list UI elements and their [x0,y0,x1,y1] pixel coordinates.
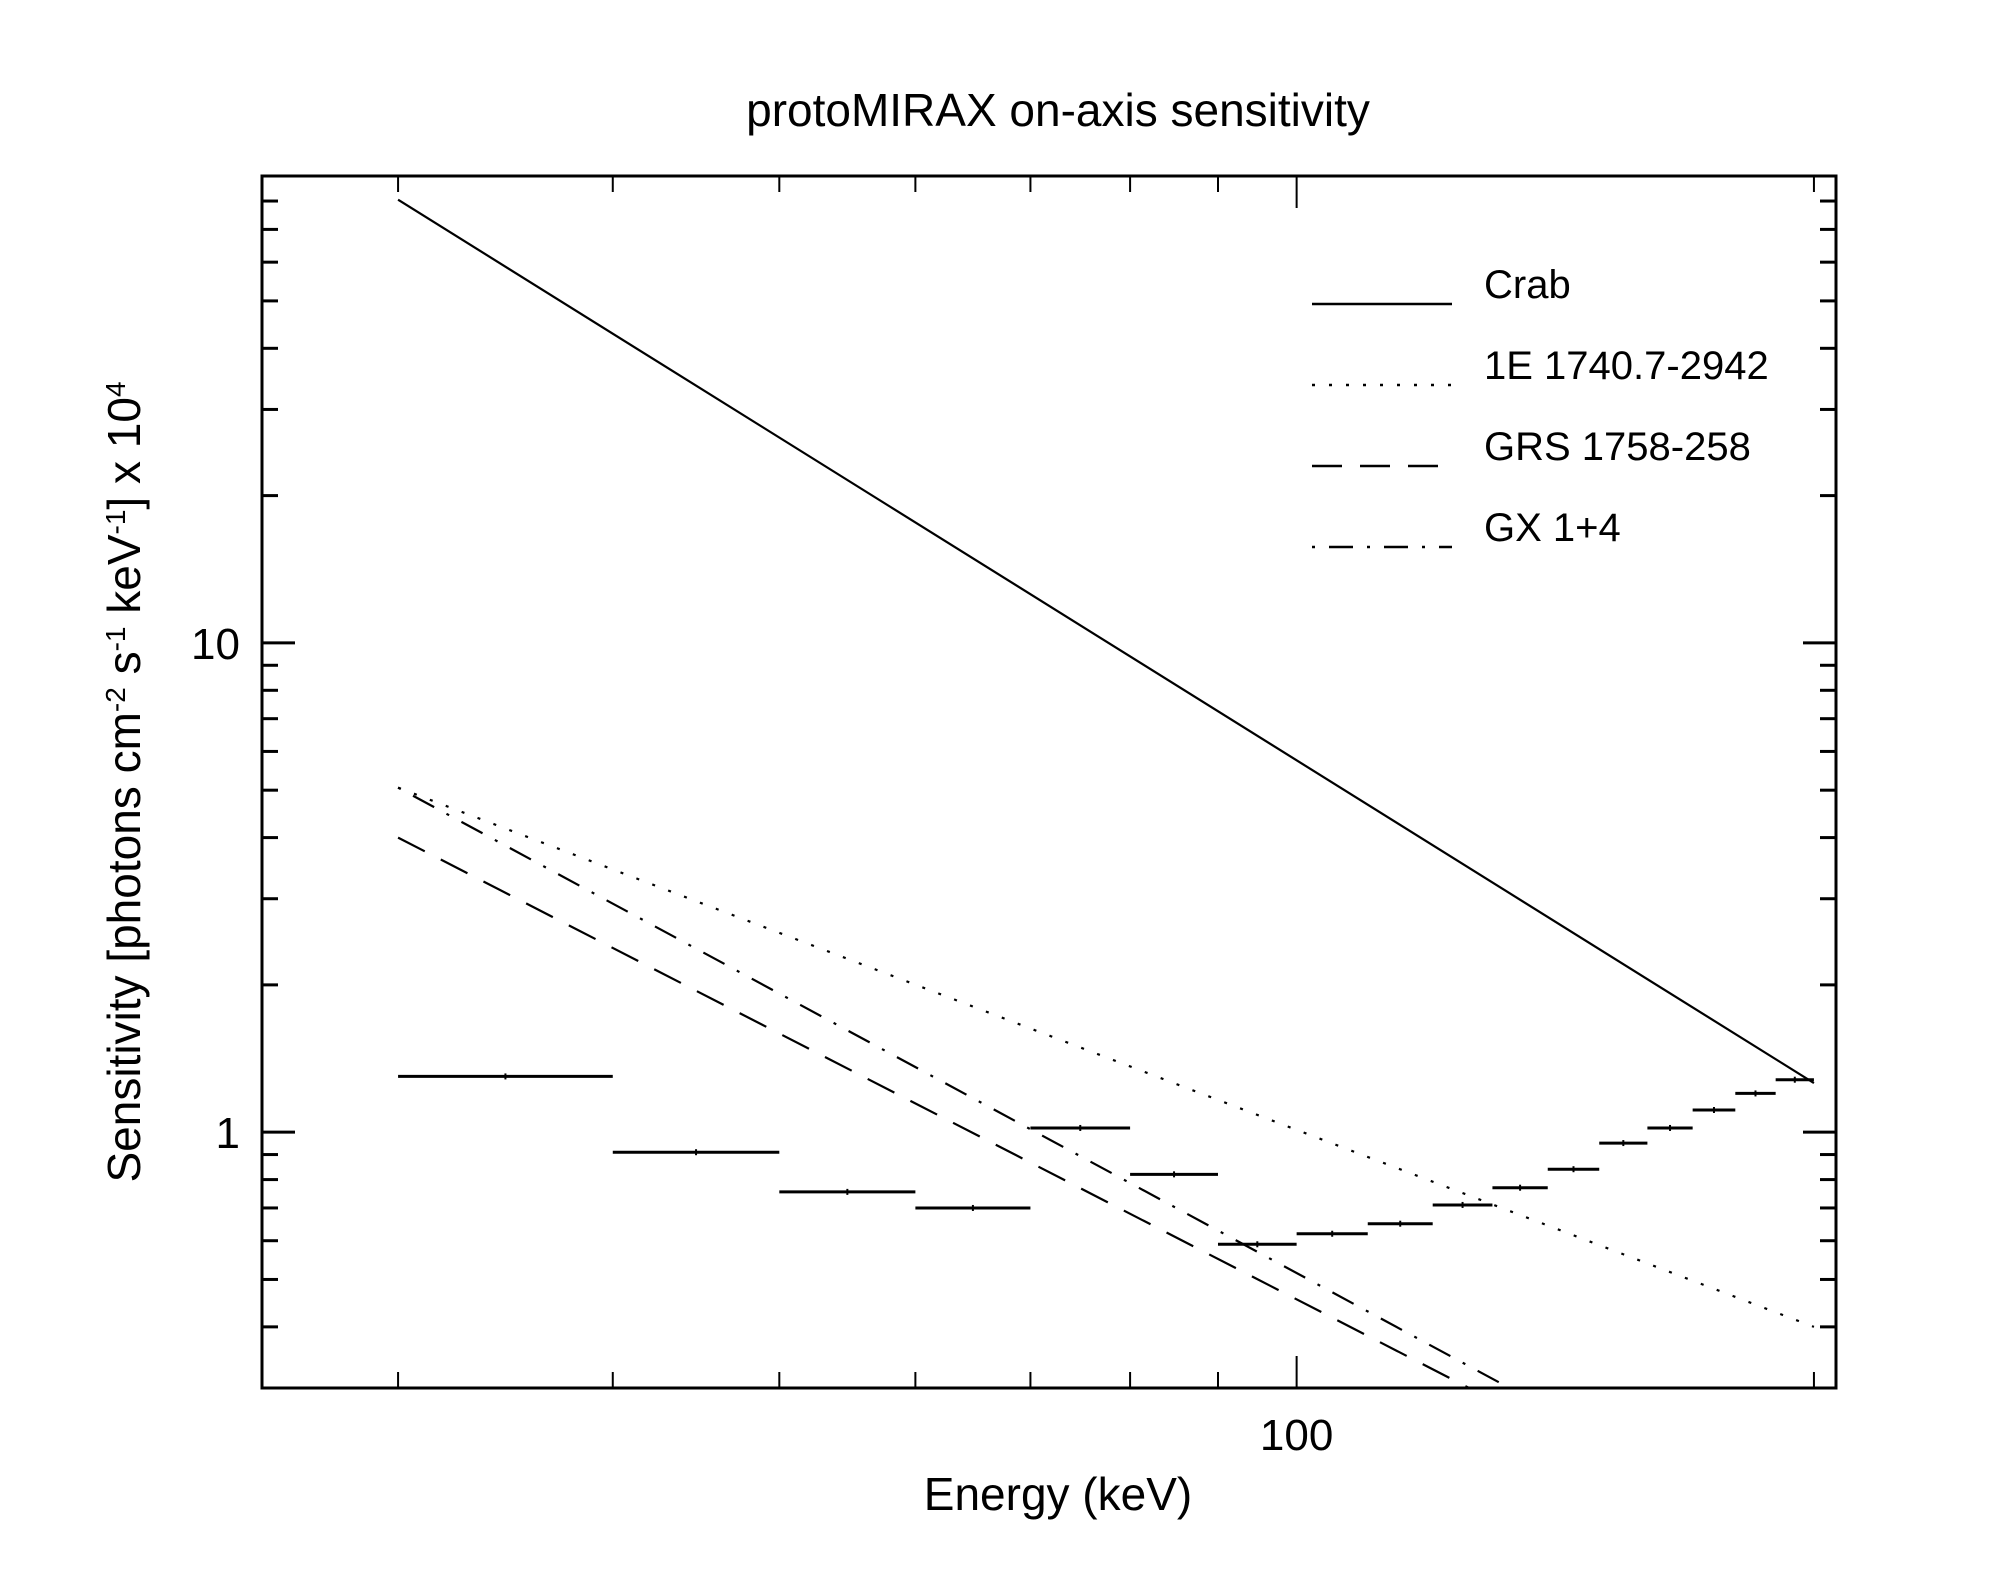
y-axis-ticks [262,174,1836,1329]
sensitivity-bin [1432,1201,1493,1208]
sensitivity-bin [1130,1171,1218,1178]
series-line-gx-1-4 [397,786,1510,1388]
sensitivity-bin [398,1073,613,1080]
plot-frame [260,174,1838,1390]
x-tick-label: 100 [1260,1411,1333,1460]
y-tick-label: 1 [216,1109,240,1158]
x-axis-label: Energy (keV) [924,1468,1192,1520]
x-axis-tick-labels: 100 [1260,1411,1333,1460]
sensitivity-bin [1217,1241,1297,1248]
sensitivity-bin [1030,1124,1131,1131]
sensitivity-bin [1692,1106,1736,1113]
sensitivity-bin [1296,1230,1368,1237]
sensitivity-bin [1492,1184,1548,1191]
series-line-crab [397,198,1815,1084]
legend-entry: Crab [1312,263,1571,307]
sensitivity-bin [1775,1076,1814,1083]
sensitivity-bin [1367,1220,1433,1227]
legend-label: 1E 1740.7-2942 [1484,344,1769,388]
sensitivity-bin [1547,1166,1600,1173]
sensitivity-bin [779,1188,916,1195]
sensitivity-bin [1599,1140,1648,1147]
plot-area [397,198,1815,1388]
y-tick-label: 10 [191,620,240,669]
series-line-grs-1758-258 [397,836,1470,1388]
sensitivity-bin [612,1149,780,1156]
series-line-1e-1740-7-2942 [397,786,1815,1328]
sensitivity-bin [915,1204,1031,1211]
legend-label: Crab [1484,263,1571,307]
chart-title: protoMIRAX on-axis sensitivity [746,84,1370,136]
legend-entry: 1E 1740.7-2942 [1312,344,1769,388]
legend-label: GRS 1758-258 [1484,425,1751,469]
y-axis-label: Sensitivity [photons cm-2 s-1 keV-1] x 1… [98,381,150,1182]
legend-entry: GRS 1758-258 [1312,425,1751,469]
legend-entry: GX 1+4 [1312,506,1621,550]
x-axis-ticks [397,176,1815,1388]
legend-label: GX 1+4 [1484,506,1621,550]
sensitivity-bin [1735,1090,1776,1097]
sensitivity-bin [1647,1124,1693,1131]
y-axis-tick-labels: 1 10 [191,620,240,1158]
